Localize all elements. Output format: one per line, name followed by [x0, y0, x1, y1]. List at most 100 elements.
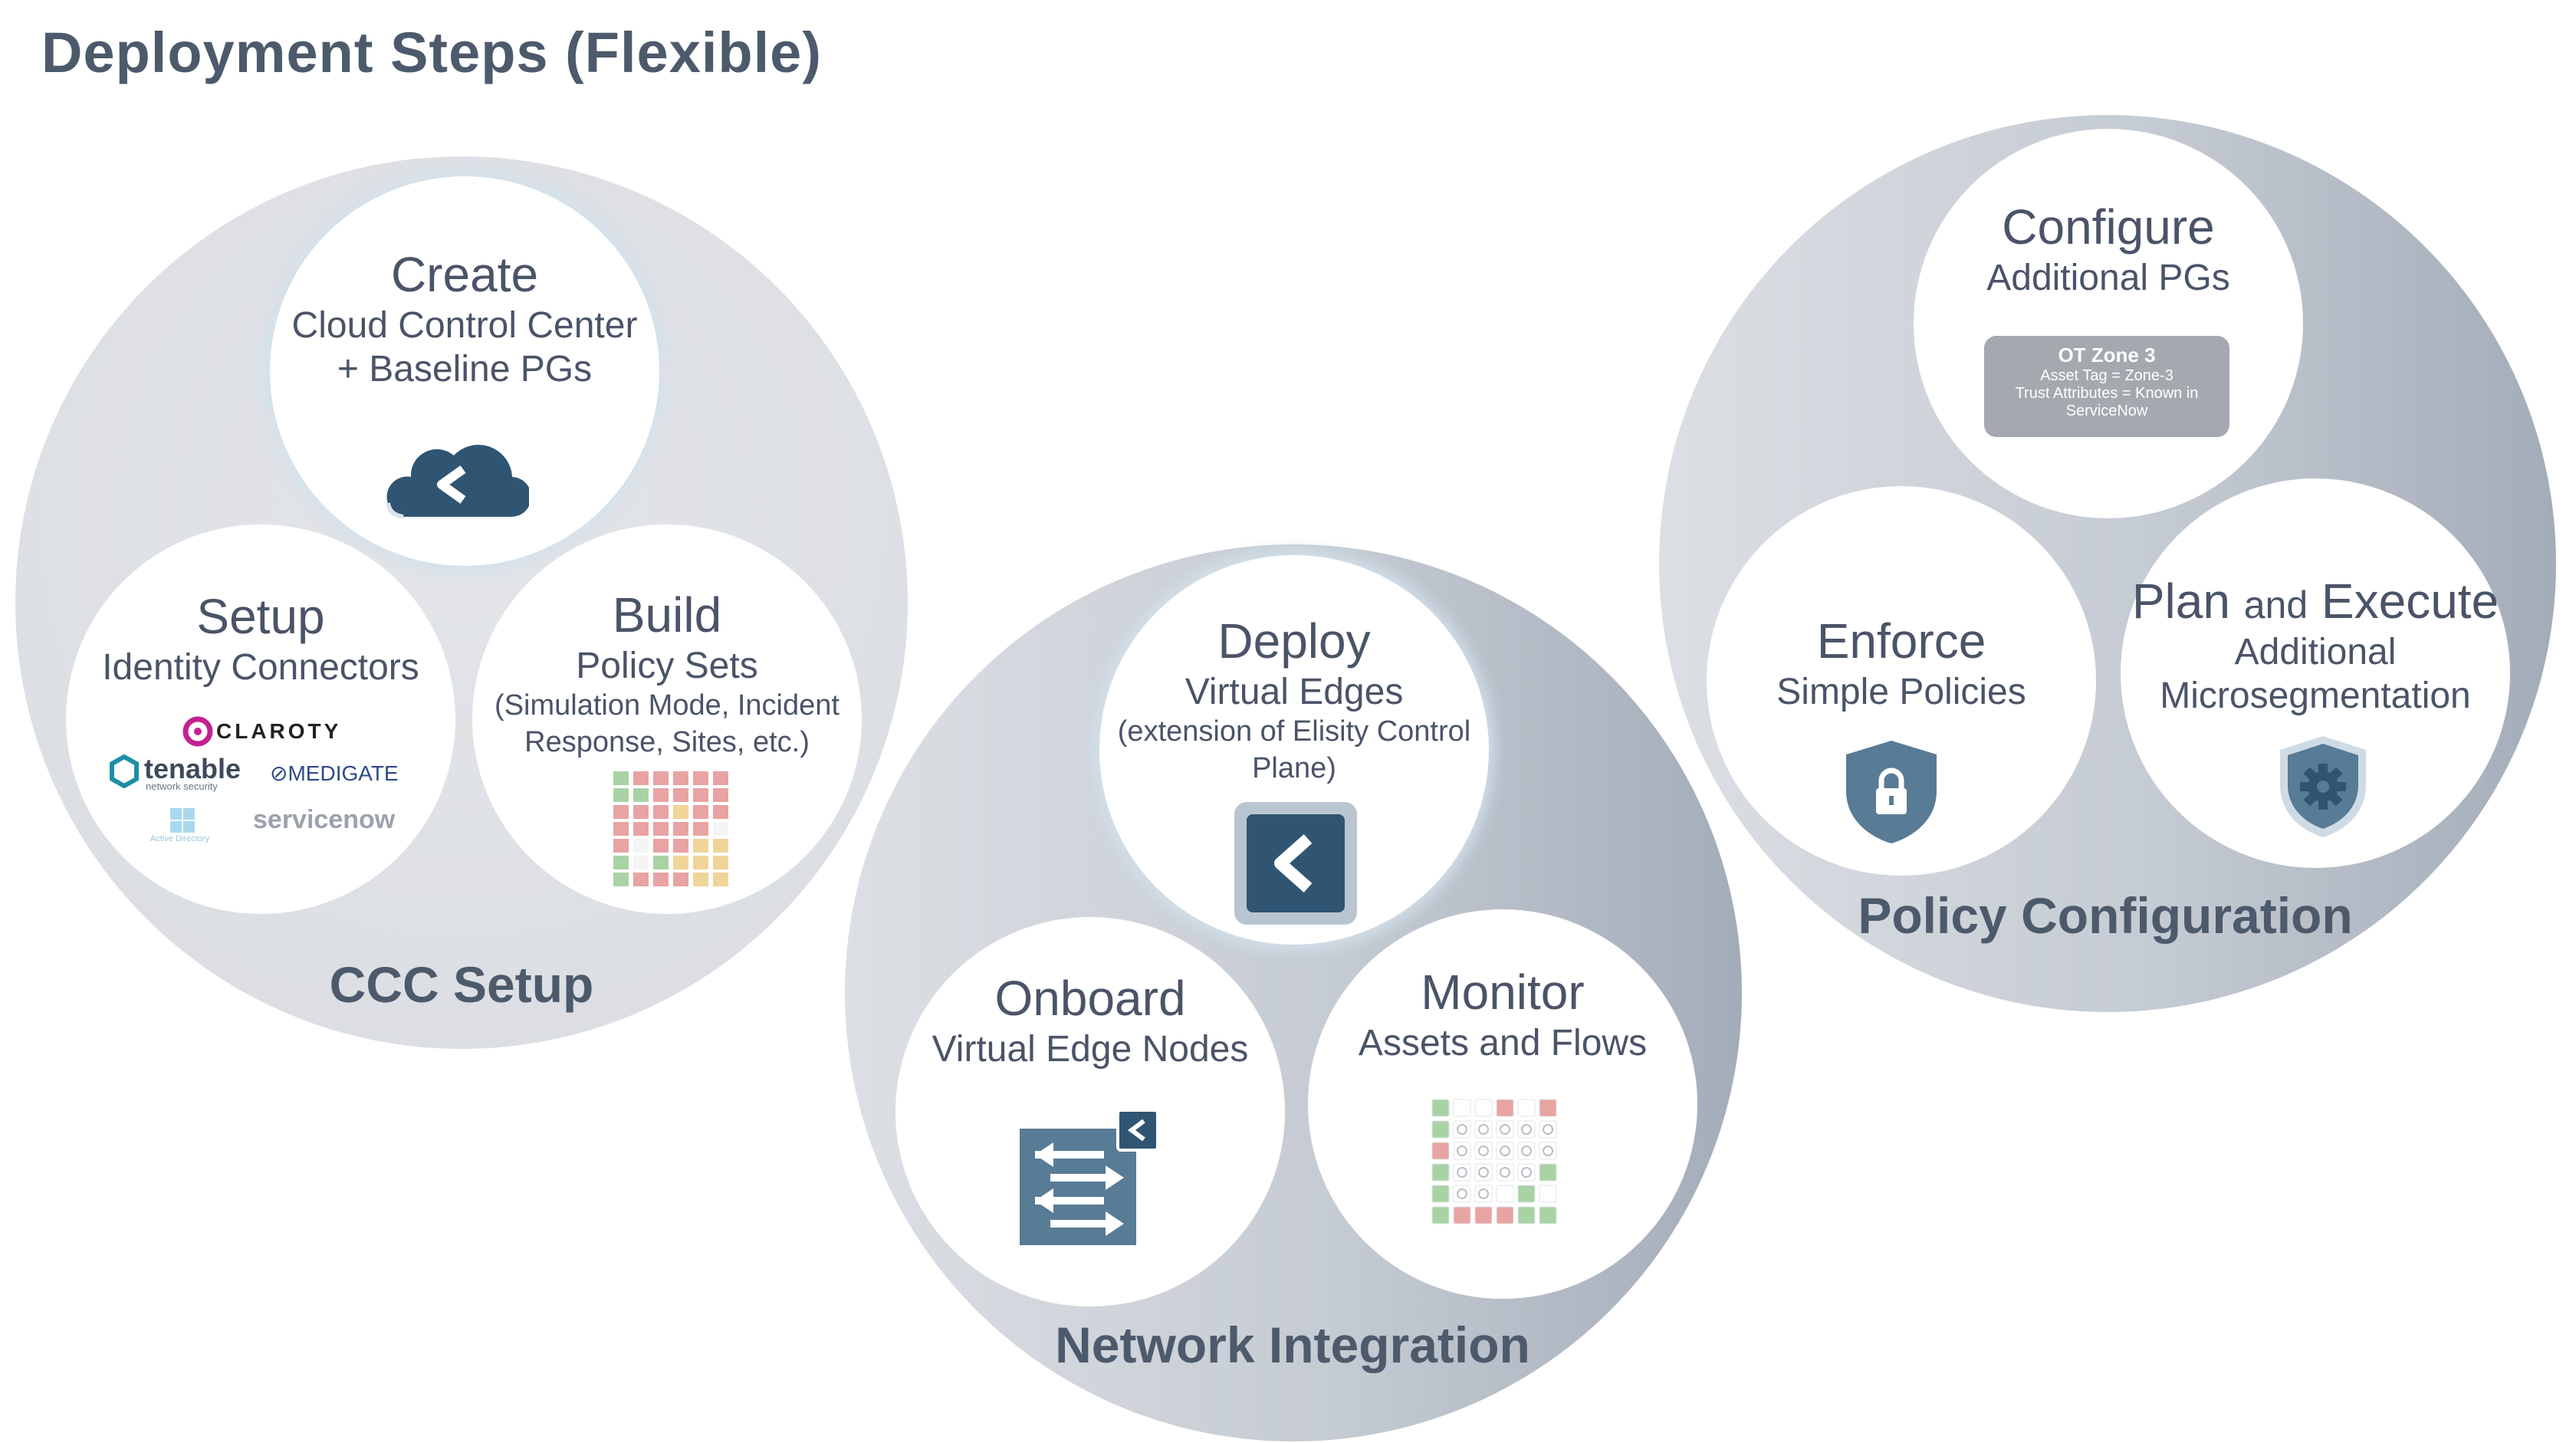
flow-matrix-cell — [1539, 1120, 1557, 1139]
flow-matrix-dot — [1478, 1188, 1489, 1199]
setup-title: Setup — [196, 589, 325, 644]
network-integration-label: Network Integration — [1055, 1316, 1530, 1373]
ot-zone-line3: ServiceNow — [2065, 403, 2148, 419]
flow-matrix-dot — [1521, 1124, 1532, 1135]
policy-grid-icon — [613, 771, 728, 886]
policy-grid-cell — [713, 856, 728, 869]
flow-matrix-cell — [1474, 1142, 1493, 1160]
create-line1: Cloud Control Center — [291, 304, 638, 346]
ccc-setup-label: CCC Setup — [329, 956, 594, 1013]
flow-matrix-cell — [1453, 1206, 1471, 1224]
deploy-line3: Plane) — [1252, 751, 1336, 784]
flow-matrix-cell — [1431, 1099, 1450, 1117]
policy-grid-cell — [713, 788, 728, 802]
ot-zone-line2: Trust Attributes = Known in — [2015, 385, 2199, 402]
policy-grid-cell — [633, 873, 649, 886]
plan-title-a: Plan — [2131, 574, 2230, 629]
flow-matrix-dot — [1457, 1124, 1467, 1135]
flow-matrix-cell — [1474, 1120, 1493, 1139]
flow-matrix-cell — [1496, 1163, 1514, 1182]
flow-matrix-dot — [1543, 1124, 1553, 1135]
ot-zone-title: OT Zone 3 — [2058, 343, 2156, 367]
deploy-title: Deploy — [1217, 613, 1371, 669]
flow-matrix-dot — [1500, 1146, 1510, 1156]
create-line2: + Baseline PGs — [337, 349, 593, 390]
policy-grid-cell — [653, 822, 669, 836]
policy-grid-cell — [673, 873, 688, 886]
policy-grid-cell — [693, 839, 708, 853]
configure-title: Configure — [2002, 199, 2215, 255]
flow-matrix-cell — [1517, 1120, 1536, 1139]
plan-title-c: Execute — [2321, 574, 2499, 629]
flow-matrix-cell — [1496, 1099, 1514, 1117]
policy-grid-cell — [713, 805, 728, 819]
plan-execute-circle: Plan and Execute Additional Microsegment… — [2121, 478, 2510, 868]
flow-matrix-cell — [1453, 1120, 1471, 1139]
onboard-title: Onboard — [994, 971, 1186, 1026]
flow-matrix-cell — [1539, 1163, 1557, 1182]
tenable-logo-text: tenable — [144, 753, 242, 784]
flow-matrix-cell — [1517, 1185, 1536, 1203]
policy-grid-cell — [713, 873, 728, 886]
network-switch-icon — [1020, 1110, 1158, 1245]
policy-grid-cell — [613, 856, 629, 869]
flow-matrix-dot — [1457, 1167, 1467, 1178]
policy-grid-cell — [673, 771, 688, 785]
flow-matrix-dot — [1457, 1146, 1467, 1156]
flow-matrix-cell — [1474, 1099, 1493, 1117]
policy-grid-cell — [633, 788, 649, 802]
flow-matrix-cell — [1431, 1163, 1450, 1182]
flow-matrix-cell — [1474, 1163, 1493, 1182]
policy-grid-cell — [633, 856, 649, 869]
policy-grid-cell — [673, 788, 688, 802]
active-directory-text: Active Directory — [150, 834, 210, 843]
tenable-logo-icon — [110, 754, 139, 788]
policy-grid-cell — [673, 856, 688, 869]
flow-matrix-cell — [1496, 1142, 1514, 1160]
enforce-title: Enforce — [1816, 613, 1986, 669]
flow-matrix-cell — [1539, 1099, 1557, 1117]
policy-grid-cell — [653, 771, 669, 785]
tenable-logo-subtext: network security — [146, 781, 218, 792]
policy-grid-cell — [613, 822, 629, 836]
flow-matrix-icon — [1431, 1099, 1557, 1224]
flow-matrix-cell — [1517, 1142, 1536, 1160]
monitor-title: Monitor — [1421, 965, 1585, 1020]
policy-grid-cell — [673, 805, 688, 819]
flow-matrix-cell — [1496, 1185, 1514, 1203]
flow-matrix-cell — [1539, 1185, 1557, 1203]
build-title: Build — [612, 587, 722, 643]
policy-grid-cell — [613, 788, 629, 802]
flow-matrix-cell — [1496, 1120, 1514, 1139]
flow-matrix-dot — [1478, 1167, 1489, 1178]
flow-matrix-cell — [1453, 1185, 1471, 1203]
flow-matrix-dot — [1500, 1167, 1510, 1178]
policy-grid-cell — [673, 822, 688, 836]
policy-grid-cell — [653, 788, 669, 802]
flow-matrix-dot — [1478, 1124, 1489, 1135]
flow-matrix-cell — [1517, 1163, 1536, 1182]
shield-lock-icon — [1846, 741, 1937, 843]
windows-logo-icon — [170, 808, 195, 833]
ot-zone-tag: OT Zone 3 Asset Tag = Zone-3 Trust Attri… — [1984, 336, 2229, 437]
deploy-line1: Virtual Edges — [1184, 671, 1404, 712]
plan-line2: Microsegmentation — [2160, 675, 2471, 717]
flow-matrix-dot — [1543, 1146, 1553, 1156]
policy-grid-cell — [653, 805, 669, 819]
flow-matrix-dot — [1457, 1188, 1467, 1199]
flow-matrix-cell — [1517, 1206, 1536, 1224]
policy-grid-cell — [673, 839, 688, 853]
plan-title-b: and — [2243, 583, 2308, 626]
policy-grid-cell — [653, 873, 669, 886]
flow-matrix-cell — [1474, 1185, 1493, 1203]
policy-grid-cell — [713, 839, 728, 853]
policy-grid-cell — [693, 805, 708, 819]
policy-grid-cell — [613, 873, 629, 886]
configure-circle: Configure Additional PGs — [1914, 129, 2303, 518]
cloud-logo-icon — [386, 445, 529, 519]
flow-matrix-cell — [1431, 1185, 1450, 1203]
create-circle: Create Cloud Control Center + Baseline P… — [270, 176, 659, 566]
ot-zone-line1: Asset Tag = Zone-3 — [2040, 367, 2174, 384]
flow-matrix-cell — [1539, 1142, 1557, 1160]
flow-matrix-cell — [1496, 1206, 1514, 1224]
